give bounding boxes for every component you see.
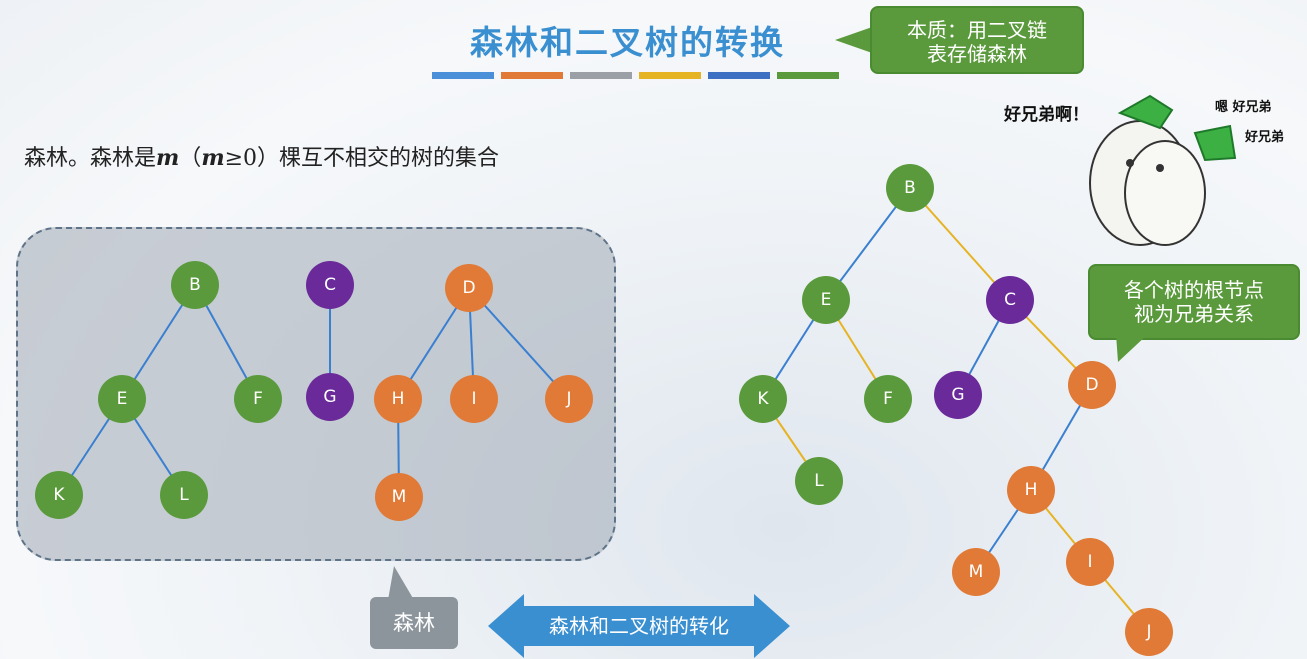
forest-node-label: H bbox=[392, 389, 405, 409]
bt-node-b: B bbox=[886, 164, 934, 212]
bt-node-label: G bbox=[951, 385, 964, 405]
bt-node-label: B bbox=[904, 178, 916, 198]
callout-essence-line2: 表存储森林 bbox=[872, 42, 1082, 66]
bt-node-j: J bbox=[1125, 608, 1173, 656]
forest-node-label: G bbox=[323, 387, 336, 407]
forest-node-label: B bbox=[189, 275, 201, 295]
callout-essence: 本质：用二叉链 表存储森林 bbox=[870, 6, 1084, 74]
bt-node-m: M bbox=[952, 548, 1000, 596]
bt-node-d: D bbox=[1068, 361, 1116, 409]
forest-node-label: E bbox=[117, 389, 128, 409]
forest-node-e: E bbox=[98, 375, 146, 423]
forest-node-m: M bbox=[375, 473, 423, 521]
conversion-arrow: 森林和二叉树的转化 bbox=[488, 594, 790, 658]
binary-tree-diagram: B E C K F G D L H M I J bbox=[700, 150, 1220, 659]
bt-node-label: J bbox=[1145, 622, 1151, 642]
forest-node-i: I bbox=[450, 375, 498, 423]
forest-node-label: K bbox=[53, 485, 65, 505]
bt-node-label: H bbox=[1025, 480, 1038, 500]
meme-caption-sub1: 嗯 好兄弟 bbox=[1215, 96, 1272, 115]
bt-node-label: C bbox=[1004, 290, 1016, 310]
bt-node-f: F bbox=[864, 375, 912, 423]
forest-node-d: D bbox=[445, 264, 493, 312]
forest-node-label: F bbox=[253, 389, 263, 409]
meme-caption-sub2: 好兄弟 bbox=[1245, 126, 1284, 145]
color-bar bbox=[708, 72, 770, 79]
color-bar bbox=[777, 72, 839, 79]
bt-node-label: L bbox=[814, 471, 824, 491]
bt-node-k: K bbox=[739, 375, 787, 423]
forest-node-h: H bbox=[374, 375, 422, 423]
bt-node-label: K bbox=[757, 389, 769, 409]
forest-node-label: L bbox=[179, 485, 189, 505]
bt-node-l: L bbox=[795, 457, 843, 505]
bt-node-i: I bbox=[1066, 538, 1114, 586]
color-bar bbox=[639, 72, 701, 79]
forest-node-label: M bbox=[392, 487, 407, 507]
bt-node-e: E bbox=[802, 276, 850, 324]
forest-node-c: C bbox=[306, 261, 354, 309]
forest-diagram: B E F K L C G D H I J M bbox=[0, 0, 640, 560]
forest-node-label: D bbox=[462, 278, 475, 298]
forest-node-b: B bbox=[171, 261, 219, 309]
bt-node-label: E bbox=[821, 290, 832, 310]
forest-node-k: K bbox=[35, 471, 83, 519]
meme-caption-main: 好兄弟啊！ bbox=[1004, 100, 1089, 125]
bt-node-h: H bbox=[1007, 466, 1055, 514]
bt-node-label: D bbox=[1085, 375, 1098, 395]
forest-label-pointer bbox=[378, 566, 418, 600]
forest-label: 森林 bbox=[370, 597, 458, 649]
forest-node-label: J bbox=[565, 389, 571, 409]
forest-node-j: J bbox=[545, 375, 593, 423]
forest-node-f: F bbox=[234, 375, 282, 423]
conversion-arrow-label: 森林和二叉树的转化 bbox=[549, 614, 729, 638]
forest-node-label: I bbox=[471, 389, 476, 409]
bt-node-label: F bbox=[883, 389, 893, 409]
forest-node-g: G bbox=[306, 373, 354, 421]
bt-node-g: G bbox=[934, 371, 982, 419]
bt-node-c: C bbox=[986, 276, 1034, 324]
callout-essence-line1: 本质：用二叉链 bbox=[872, 18, 1082, 42]
forest-node-l: L bbox=[160, 471, 208, 519]
bt-node-label: M bbox=[969, 562, 984, 582]
bt-node-label: I bbox=[1087, 552, 1092, 572]
forest-node-label: C bbox=[324, 275, 336, 295]
